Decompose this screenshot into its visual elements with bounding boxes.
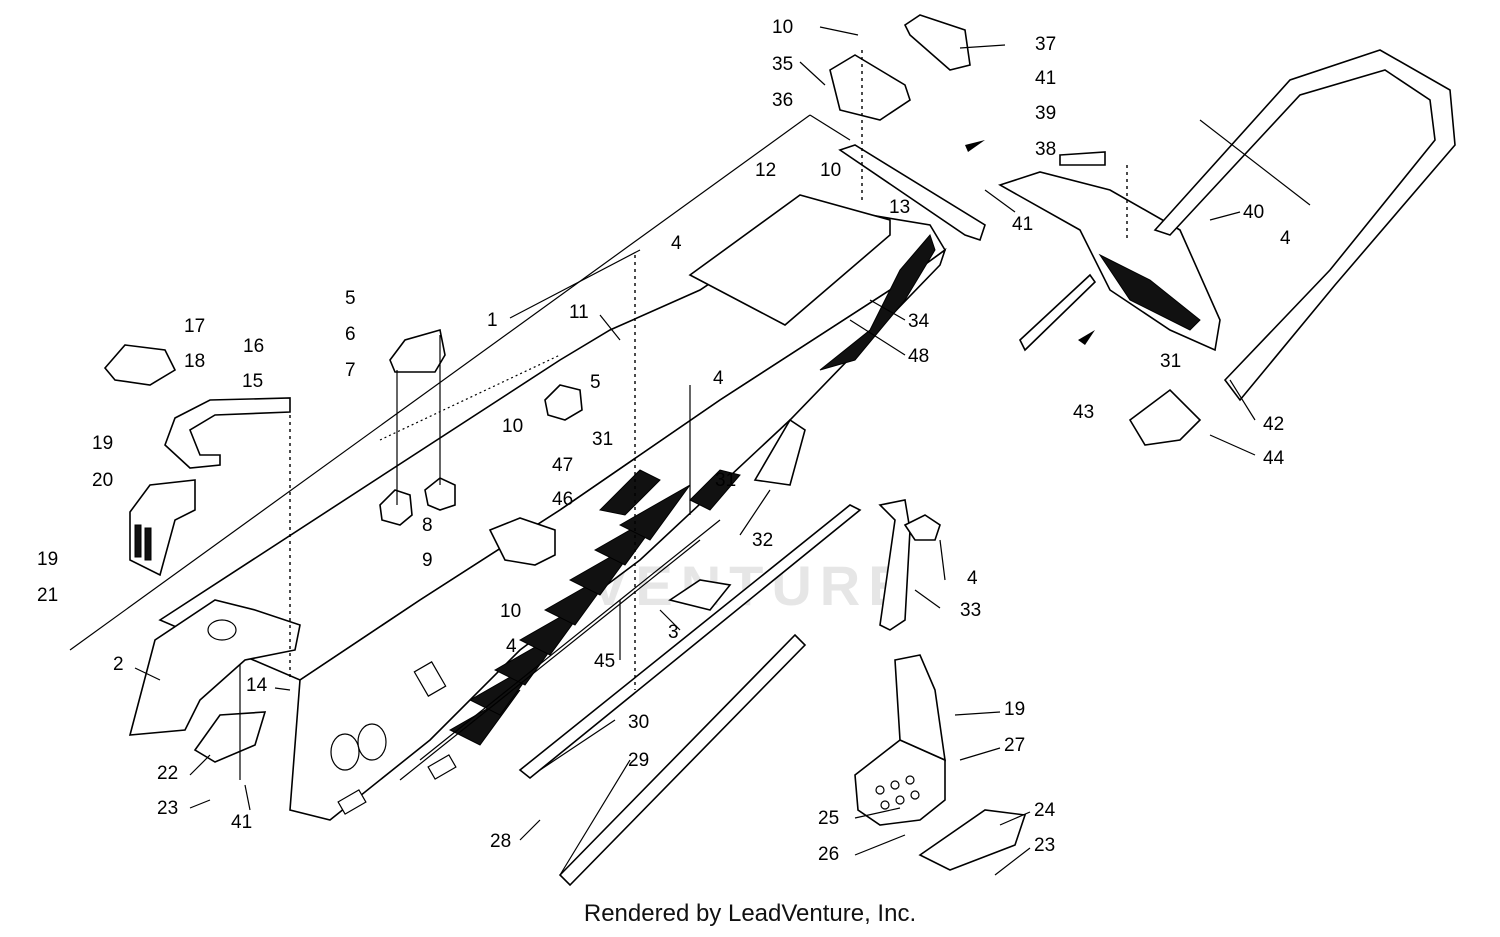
part-24-footrest <box>918 809 1027 871</box>
callout-19: 19 <box>37 549 58 570</box>
callout-10: 10 <box>820 160 841 181</box>
callout-19: 19 <box>92 433 113 454</box>
callout-46: 46 <box>552 489 573 510</box>
callout-31: 31 <box>1160 351 1181 372</box>
part-3-bracket <box>668 579 732 611</box>
callout-34: 34 <box>908 311 930 332</box>
callout-23: 23 <box>157 798 178 819</box>
callout-10: 10 <box>772 17 793 38</box>
part-43-hitch <box>1128 388 1202 446</box>
callout-22: 22 <box>157 763 178 784</box>
part-8-knob <box>379 489 413 526</box>
part-13-rail <box>838 144 986 242</box>
leader-lines <box>134 26 1256 876</box>
callout-4: 4 <box>671 233 682 254</box>
callout-29: 29 <box>628 750 649 771</box>
callout-2: 2 <box>113 654 124 675</box>
part-39-strip <box>1059 151 1106 166</box>
callout-11: 11 <box>569 302 589 323</box>
callout-19: 19 <box>1004 699 1025 720</box>
callout-37: 37 <box>1035 34 1056 55</box>
callout-12: 12 <box>755 160 776 181</box>
callout-28: 28 <box>490 831 511 852</box>
callout-14: 14 <box>246 675 268 696</box>
callout-4: 4 <box>967 568 978 589</box>
part-7-bracket <box>389 328 446 373</box>
part-17-cover <box>103 344 177 386</box>
callout-4: 4 <box>713 368 724 389</box>
part-46-bracket <box>488 517 556 566</box>
callout-35: 35 <box>772 54 793 75</box>
callout-26: 26 <box>818 844 839 865</box>
callout-23: 23 <box>1034 835 1055 856</box>
callout-47: 47 <box>552 455 573 476</box>
callout-41: 41 <box>231 812 252 833</box>
callout-27: 27 <box>1004 735 1025 756</box>
part-32-plate <box>753 418 806 486</box>
callout-36: 36 <box>772 90 793 111</box>
callout-43: 43 <box>1073 402 1094 423</box>
callout-4: 4 <box>1280 228 1291 249</box>
part-42-bumper <box>1153 49 1456 402</box>
callout-10: 10 <box>502 416 523 437</box>
callout-30: 30 <box>628 712 649 733</box>
callout-42: 42 <box>1263 414 1284 435</box>
callout-15: 15 <box>242 371 263 392</box>
part-30-rod <box>518 504 862 780</box>
callout-40: 40 <box>1243 202 1264 223</box>
part-29-rod <box>558 633 807 887</box>
callout-41: 41 <box>1012 214 1033 235</box>
callout-16: 16 <box>243 336 264 357</box>
part-36-bracket <box>829 54 911 121</box>
part-5-knob <box>544 384 583 421</box>
callout-48: 48 <box>908 346 929 367</box>
callout-1: 1 <box>487 310 498 331</box>
callout-20: 20 <box>92 470 113 491</box>
running-board <box>399 484 721 781</box>
front-bulkhead <box>128 599 301 736</box>
callout-31: 31 <box>592 429 613 450</box>
part-22-footrest <box>193 711 267 763</box>
callout-labels: 1 2 3 4 4 4 4 4 4 5 5 6 7 8 9 10 10 10 1… <box>37 17 1291 865</box>
callout-32: 32 <box>752 530 773 551</box>
callout-18: 18 <box>184 351 205 372</box>
callout-5: 5 <box>590 372 601 393</box>
tunnel-assembly <box>69 114 947 821</box>
callout-39: 39 <box>1035 103 1056 124</box>
callout-17: 17 <box>184 316 205 337</box>
callout-21: 21 <box>37 585 58 606</box>
callout-31: 31 <box>715 470 736 491</box>
callout-25: 25 <box>818 808 839 829</box>
part-37-part <box>903 14 971 71</box>
callout-45: 45 <box>594 651 615 672</box>
callout-9: 9 <box>422 550 433 571</box>
callout-5: 5 <box>345 288 356 309</box>
part-33-brace <box>878 499 911 631</box>
part-15-bracket <box>164 397 291 469</box>
callout-24: 24 <box>1034 800 1056 821</box>
callout-7: 7 <box>345 360 356 381</box>
callout-3: 3 <box>668 622 679 643</box>
callout-6: 6 <box>345 324 356 345</box>
callout-44: 44 <box>1263 448 1285 469</box>
callout-33: 33 <box>960 600 981 621</box>
callout-8: 8 <box>422 515 433 536</box>
callout-4: 4 <box>506 636 517 657</box>
part-41-rod <box>1019 273 1097 352</box>
callout-41: 41 <box>1035 68 1056 89</box>
callout-38: 38 <box>1035 139 1056 160</box>
callout-10: 10 <box>500 601 521 622</box>
footer-credit: Rendered by LeadVenture, Inc. <box>583 900 917 927</box>
callout-13: 13 <box>889 197 910 218</box>
